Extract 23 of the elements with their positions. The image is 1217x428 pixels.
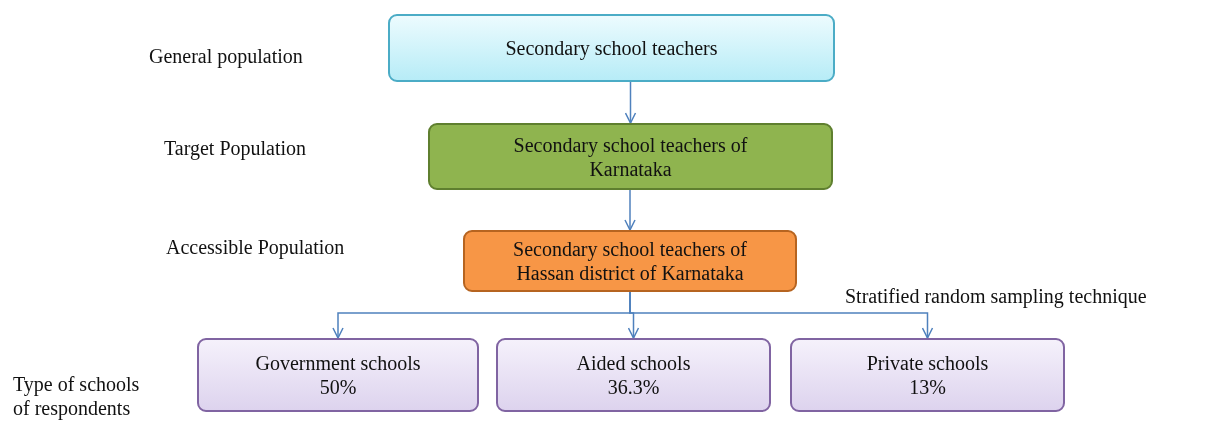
- process-box: [388, 14, 835, 82]
- process-box: [428, 123, 833, 190]
- percentage-text: 36.3%: [607, 375, 660, 399]
- category-box: [496, 338, 771, 412]
- percentage-text: 13%: [909, 375, 946, 399]
- node-text: Secondary school teachers: [505, 36, 718, 60]
- arrow: [624, 81, 637, 124]
- process-box: [463, 230, 797, 292]
- category-box: [790, 338, 1065, 412]
- arrow: [624, 189, 636, 231]
- side-label: Stratified random sampling technique: [845, 284, 1147, 308]
- side-label: Type of schools of respondents: [13, 372, 141, 420]
- category-box: [197, 338, 479, 412]
- node-text: Aided schools: [576, 351, 691, 375]
- node-text: Secondary school teachers of Hassan district of Karnataka: [512, 237, 748, 285]
- node-text: Private schools: [866, 351, 989, 375]
- percentage-text: 50%: [319, 375, 357, 399]
- node-text: Government schools: [255, 351, 421, 375]
- side-label: Target Population: [164, 136, 307, 160]
- side-label: General population: [149, 44, 303, 68]
- arrow: [629, 291, 934, 339]
- side-label: Accessible Population: [166, 235, 345, 259]
- node-text: Secondary school teachers of Karnataka: [512, 132, 749, 181]
